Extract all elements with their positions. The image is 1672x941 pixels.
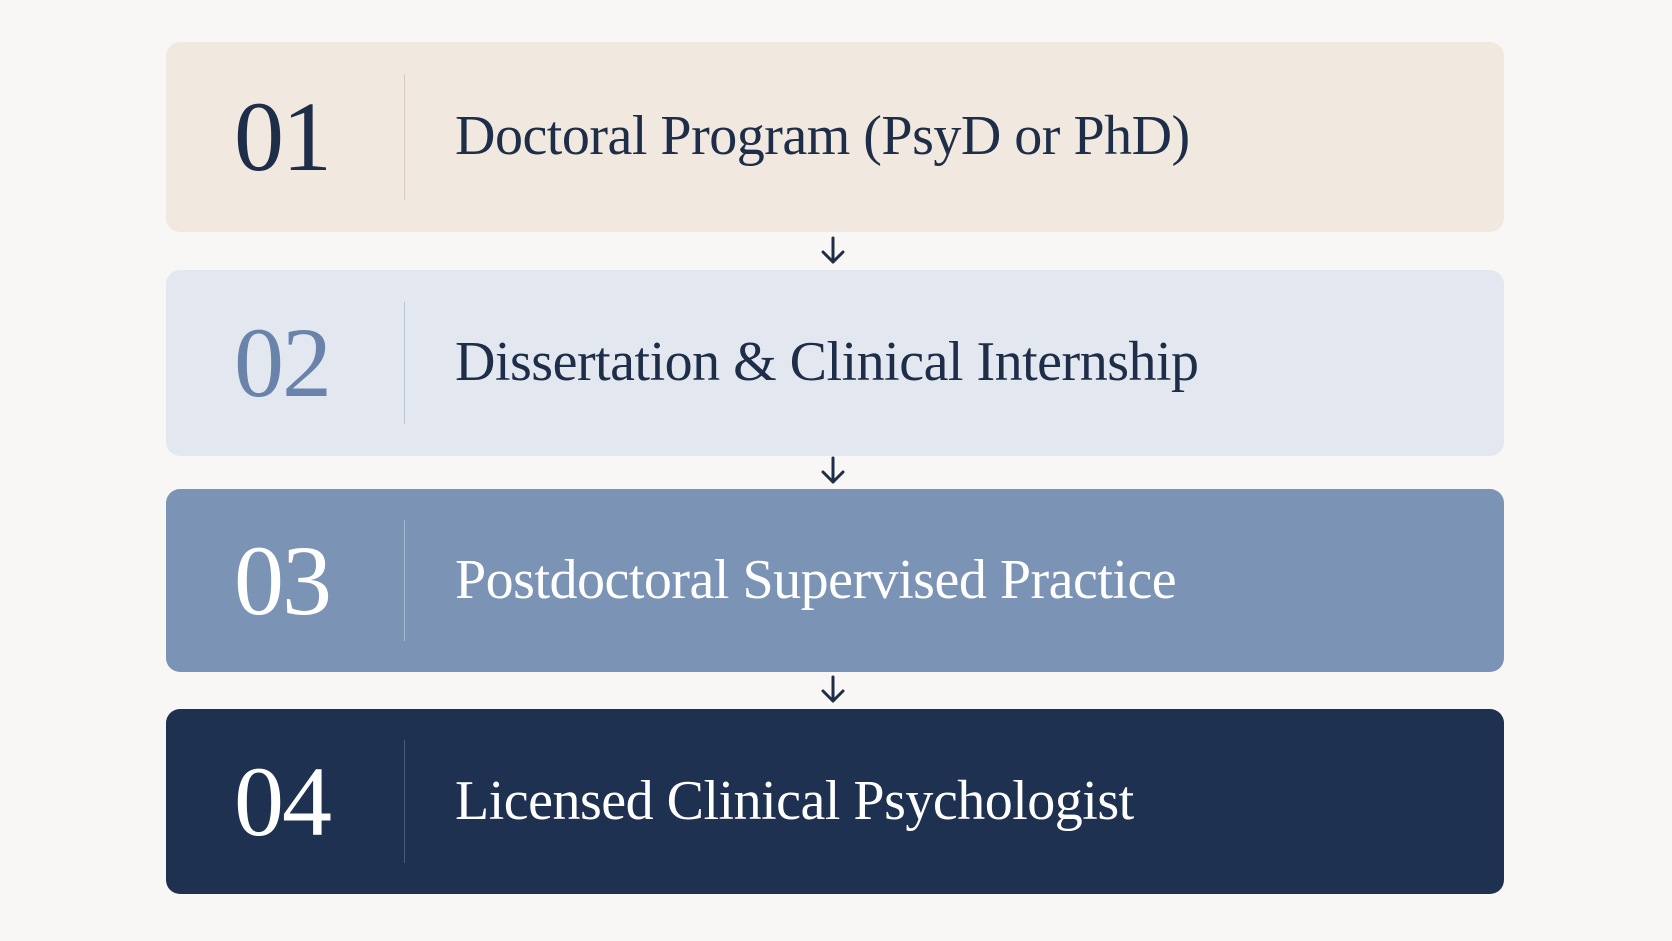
step-label: Doctoral Program (PsyD or PhD) xyxy=(455,105,1190,168)
step-divider xyxy=(404,740,405,863)
step-divider xyxy=(404,74,405,200)
step-card-doctoral-program: 01 Doctoral Program (PsyD or PhD) xyxy=(166,42,1504,232)
step-card-licensed-psychologist: 04 Licensed Clinical Psychologist xyxy=(166,709,1504,894)
arrow-down-icon-svg xyxy=(821,675,845,703)
step-number: 01 xyxy=(234,81,332,192)
arrow-down-icon-svg xyxy=(821,236,845,264)
step-label: Dissertation & Clinical Internship xyxy=(455,331,1199,394)
step-number: 02 xyxy=(234,307,332,418)
step-divider xyxy=(404,520,405,641)
step-number: 03 xyxy=(234,524,332,636)
step-label: Postdoctoral Supervised Practice xyxy=(455,548,1177,611)
step-number: 04 xyxy=(234,745,332,857)
arrow-down-icon-svg xyxy=(821,456,845,484)
arrow-down-icon xyxy=(818,234,848,268)
step-card-dissertation-internship: 02 Dissertation & Clinical Internship xyxy=(166,270,1504,456)
arrow-down-icon xyxy=(818,673,848,707)
arrow-down-icon xyxy=(818,454,848,488)
step-label: Licensed Clinical Psychologist xyxy=(455,769,1134,832)
step-card-postdoctoral-practice: 03 Postdoctoral Supervised Practice xyxy=(166,489,1504,672)
step-divider xyxy=(404,301,405,425)
